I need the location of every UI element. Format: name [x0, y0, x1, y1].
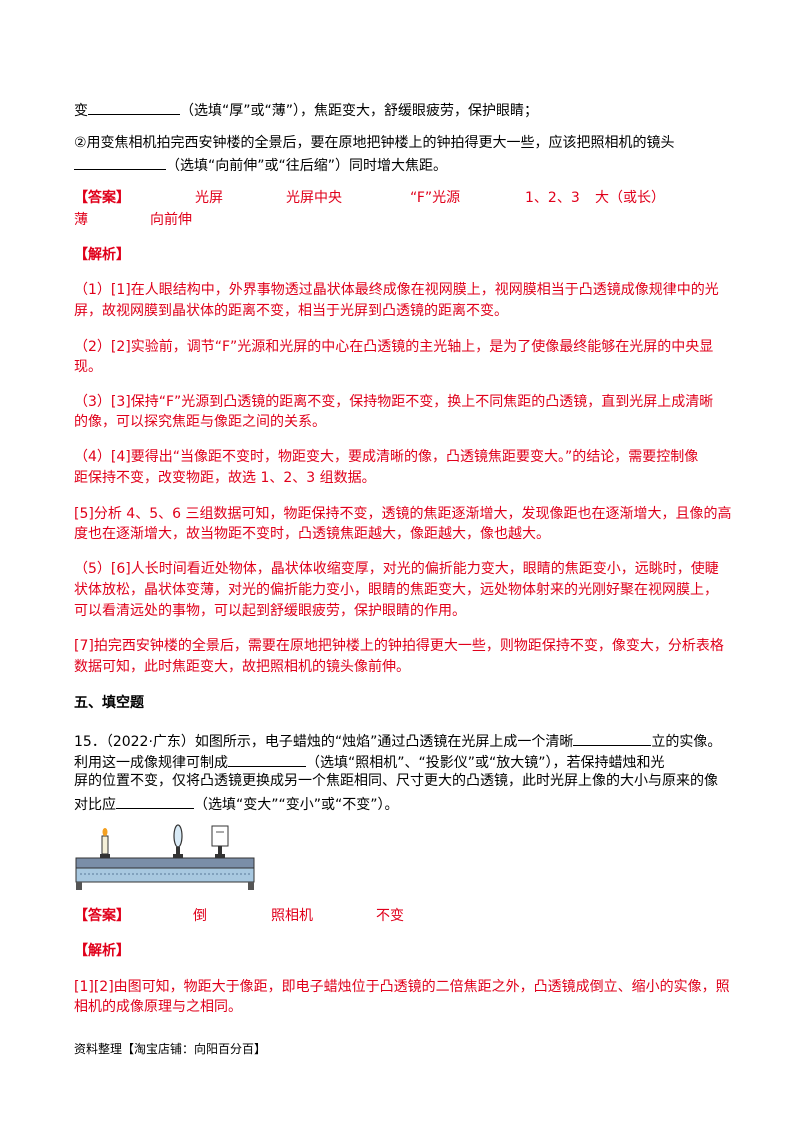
optical-bench-icon [75, 824, 255, 890]
analysis-line: 的像，可以探究焦距与像距之间的关系。 [74, 414, 326, 430]
analysis-line: 距保持不变，改变物距，故选 1、2、3 组数据。 [74, 470, 376, 486]
text: （选填“厚”或“薄”），焦距变大，舒缓眼疲劳，保护眼睛； [180, 103, 539, 119]
analysis-line: 数据可知，此时焦距变大，故把照相机的镜头像前伸。 [74, 659, 410, 675]
answer-blank [116, 792, 194, 809]
question-line: （选填“向前伸”或“往后缩”）同时增大焦距。 [74, 153, 734, 176]
analysis-line: （2）[2]实验前，调节“F”光源和光屏的中心在凸透镜的主光轴上，是为了使像最终… [74, 339, 714, 355]
question-line: 15．（2022·广东）如图所示，电子蜡烛的“烛焰”通过凸透镜在光屏上成一个清晰… [74, 729, 734, 752]
analysis-line: 度也在逐渐增大，故当物距不变时，凸透镜焦距越大，像距越大，像也越大。 [74, 526, 550, 542]
text: 对比应 [74, 797, 116, 813]
analysis-line: （5）[6]人长时间看近处物体，晶状体收缩变厚，对光的偏折能力变大，眼睛的焦距变… [74, 561, 719, 577]
answer-blank [74, 153, 166, 170]
answer-blank [573, 729, 652, 746]
answer-blank [228, 750, 306, 767]
answer-item: 不变 [376, 908, 404, 924]
answer-item: 光屏 [195, 190, 223, 206]
text: 立的实像。 [651, 734, 722, 750]
text: 变 [74, 103, 88, 119]
question-line: 对比应 （选填“变大”“变小”或“不变”）。 [74, 792, 734, 815]
analysis-label: 【解析】 [74, 943, 130, 959]
text: （选填“变大”“变小”或“不变”）。 [194, 797, 399, 813]
question-line: 屏的位置不变，仅将凸透镜更换成另一个焦距相同、尺寸更大的凸透镜，此时光屏上像的大… [74, 771, 734, 791]
analysis-line: [5]分析 4、5、6 三组数据可知，物距保持不变，透镜的焦距逐渐增大，发现像距… [74, 506, 732, 522]
section-title: 五、填空题 [74, 695, 144, 711]
question-line: 利用这一成像规律可制成 （选填“照相机”、“投影仪”或“放大镜”），若保持蜡烛和光 [74, 750, 734, 773]
analysis-line: 相机的成像原理与之相同。 [74, 999, 242, 1015]
text: （选填“向前伸”或“往后缩”）同时增大焦距。 [166, 158, 448, 174]
answer-item: 光屏中央 [286, 190, 342, 206]
answer-label: 【答案】 [74, 190, 130, 206]
analysis-line: （3）[3]保持“F”光源到凸透镜的距离不变，保持物距不变，换上不同焦距的凸透镜… [74, 394, 714, 410]
text: 屏的位置不变，仅将凸透镜更换成另一个焦距相同、尺寸更大的凸透镜，此时光屏上像的大… [74, 773, 718, 789]
answer-item: 倒 [193, 908, 207, 924]
analysis-line: （1）[1]在人眼结构中，外界事物透过晶状体最终成像在视网膜上，视网膜相当于凸透… [74, 282, 719, 298]
answer-item: 薄 [74, 212, 88, 228]
answer-item: “F”光源 [410, 190, 461, 206]
page-footer: 资料整理【淘宝店铺：向阳百分百】 [74, 1042, 267, 1056]
answer-blank [88, 98, 180, 115]
analysis-line: [7]拍完西安钟楼的全景后，需要在原地把钟楼上的钟拍得更大一些，则物距保持不变，… [74, 638, 724, 654]
answer-item: 大（或长） [595, 190, 665, 206]
analysis-line: 现。 [74, 359, 102, 375]
text: 15．（2022·广东）如图所示，电子蜡烛的“烛焰”通过凸透镜在光屏上成一个清晰 [74, 734, 574, 750]
analysis-line: （4）[4]要得出“当像距不变时，物距变大，要成清晰的像，凸透镜焦距要变大。”的… [74, 449, 699, 465]
analysis-line: 可以看清远处的事物，可以起到舒缓眼疲劳，保护眼睛的作用。 [74, 603, 466, 619]
question-line: 变 （选填“厚”或“薄”），焦距变大，舒缓眼疲劳，保护眼睛； [74, 98, 734, 121]
answer-item: 1、2、3 [525, 190, 580, 206]
answer-label: 【答案】 [74, 908, 130, 924]
question-line: ②用变焦相机拍完西安钟楼的全景后，要在原地把钟楼上的钟拍得更大一些，应该把照相机… [74, 133, 734, 153]
analysis-line: 屏，故视网膜到晶状体的距离不变，相当于光屏到凸透镜的距离不变。 [74, 303, 508, 319]
analysis-line: [1][2]由图可知，物距大于像距，即电子蜡烛位于凸透镜的二倍焦距之外，凸透镜成… [74, 979, 730, 995]
analysis-label: 【解析】 [74, 247, 130, 263]
analysis-line: 状体放松，晶状体变薄，对光的偏折能力变小，眼睛的焦距变大，远处物体射来的光刚好聚… [74, 582, 718, 598]
text: （选填“照相机”、“投影仪”或“放大镜”），若保持蜡烛和光 [306, 755, 665, 771]
answer-item: 照相机 [271, 908, 313, 924]
text: 利用这一成像规律可制成 [74, 755, 228, 771]
text: ②用变焦相机拍完西安钟楼的全景后，要在原地把钟楼上的钟拍得更大一些，应该把照相机… [74, 135, 675, 151]
answer-item: 向前伸 [150, 212, 192, 228]
